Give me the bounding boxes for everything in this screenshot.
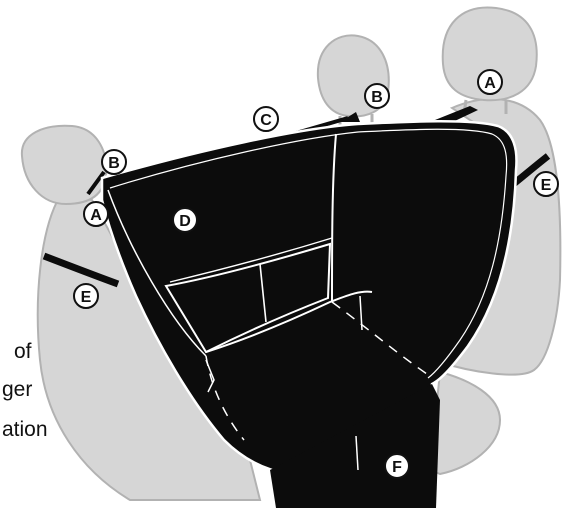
callout-a-right-label: A [484, 75, 496, 92]
callout-e-right: E [533, 171, 559, 197]
callout-a-right: A [477, 69, 503, 95]
callout-e-left: E [73, 283, 99, 309]
callout-e-left-label: E [81, 289, 92, 306]
right-headrest [441, 6, 538, 102]
left-headrest [20, 124, 108, 206]
side-text-line-3: ation [2, 418, 48, 441]
callout-e-right-label: E [541, 177, 552, 194]
callout-b-left: B [101, 149, 127, 175]
cover-pocket [164, 242, 332, 354]
callout-d: D [172, 207, 198, 233]
side-text-line-2: ger [2, 378, 33, 401]
hammock-cover [100, 119, 518, 508]
callout-b-left-label: B [108, 155, 120, 172]
cover-body [100, 119, 518, 482]
callout-a-left: A [83, 201, 109, 227]
callout-f-label: F [392, 459, 402, 476]
callout-a-left-label: A [90, 207, 102, 224]
callout-c-label: C [260, 112, 272, 129]
callout-d-label: D [179, 213, 191, 230]
callout-b-right: B [364, 83, 390, 109]
callout-b-right-label: B [371, 89, 383, 106]
seat-belt-left [42, 252, 120, 288]
seat-cushion [428, 370, 502, 476]
side-text-line-1: of [14, 340, 32, 363]
callout-f: F [384, 453, 410, 479]
callout-c: C [253, 106, 279, 132]
